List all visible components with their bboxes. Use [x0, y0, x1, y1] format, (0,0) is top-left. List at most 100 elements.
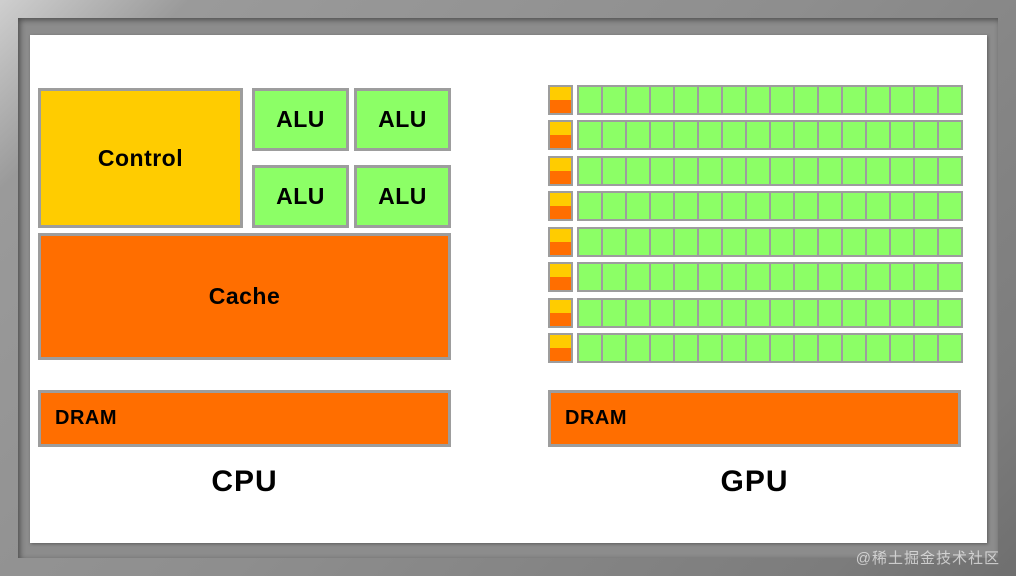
gpu-alu-cell: [675, 193, 699, 220]
cpu-alu-block-3: ALU: [252, 165, 349, 228]
gpu-alu-cell: [651, 157, 675, 184]
gpu-alu-cell: [915, 228, 939, 255]
gpu-alu-cell: [579, 228, 603, 255]
gpu-alu-cell: [819, 122, 843, 149]
cpu-alu-label: ALU: [276, 183, 325, 209]
gpu-alu-cell: [915, 264, 939, 291]
gpu-row-control-lower: [550, 277, 571, 291]
cpu-alu-block-4: ALU: [354, 165, 451, 228]
gpu-alu-cell: [675, 334, 699, 361]
gpu-alu-cell: [819, 87, 843, 113]
gpu-alu-cell-strip: [577, 85, 963, 115]
gpu-core-grid: [548, 85, 963, 363]
diagram-panel: Control ALU ALU ALU ALU Cache DRAM CPU D…: [30, 35, 987, 543]
gpu-alu-cell: [579, 264, 603, 291]
gpu-alu-cell: [771, 228, 795, 255]
gpu-row-control-upper: [550, 228, 571, 242]
gpu-alu-cell: [579, 334, 603, 361]
cpu-control-label: Control: [97, 144, 184, 171]
gpu-alu-cell: [747, 193, 771, 220]
gpu-alu-cell: [747, 299, 771, 326]
gpu-alu-cell: [699, 334, 723, 361]
gpu-alu-cell: [795, 157, 819, 184]
gpu-row-control-upper: [550, 264, 571, 278]
gpu-alu-cell: [771, 334, 795, 361]
gpu-alu-cell-strip: [577, 297, 963, 328]
gpu-row-control-block: [548, 85, 573, 115]
gpu-row-control-upper: [550, 334, 571, 348]
gpu-row-control-lower: [550, 241, 571, 255]
gpu-row-control-block: [548, 332, 573, 363]
gpu-alu-cell: [867, 264, 891, 291]
gpu-alu-cell: [723, 157, 747, 184]
gpu-alu-cell: [891, 299, 915, 326]
gpu-alu-cell: [603, 122, 627, 149]
gpu-core-row: [548, 120, 963, 151]
gpu-alu-cell: [891, 157, 915, 184]
gpu-alu-cell: [627, 157, 651, 184]
gpu-alu-cell: [939, 122, 961, 149]
gpu-alu-cell: [675, 264, 699, 291]
gpu-alu-cell: [627, 264, 651, 291]
gpu-alu-cell: [939, 157, 961, 184]
gpu-row-control-block: [548, 155, 573, 186]
gpu-alu-cell: [579, 299, 603, 326]
gpu-alu-cell: [819, 334, 843, 361]
gpu-alu-cell: [603, 299, 627, 326]
gpu-alu-cell: [747, 122, 771, 149]
gpu-alu-cell: [651, 122, 675, 149]
gpu-alu-cell: [867, 228, 891, 255]
cpu-control-block: Control: [38, 88, 243, 228]
cpu-alu-label: ALU: [378, 106, 427, 132]
gpu-alu-cell: [723, 264, 747, 291]
gpu-alu-cell: [939, 193, 961, 220]
gpu-alu-cell: [675, 87, 699, 113]
gpu-row-control-lower: [550, 206, 571, 220]
gpu-alu-cell: [915, 299, 939, 326]
gpu-alu-cell: [915, 334, 939, 361]
cpu-alu-block-1: ALU: [252, 88, 349, 151]
gpu-row-control-upper: [550, 157, 571, 171]
gpu-alu-cell: [771, 299, 795, 326]
gpu-row-control-lower: [550, 312, 571, 326]
gpu-alu-cell: [651, 87, 675, 113]
gpu-alu-cell: [651, 228, 675, 255]
cpu-alu-block-2: ALU: [354, 88, 451, 151]
gpu-alu-cell: [627, 87, 651, 113]
cpu-cache-label: Cache: [208, 283, 281, 309]
gpu-alu-cell: [603, 193, 627, 220]
gpu-alu-cell: [819, 193, 843, 220]
gpu-alu-cell: [939, 228, 961, 255]
gpu-alu-cell: [627, 228, 651, 255]
cpu-alu-label: ALU: [378, 183, 427, 209]
gpu-alu-cell: [771, 157, 795, 184]
gpu-alu-cell: [699, 157, 723, 184]
gpu-alu-cell: [675, 228, 699, 255]
gpu-alu-cell-strip: [577, 262, 963, 293]
gpu-alu-cell: [579, 193, 603, 220]
gpu-alu-cell: [603, 228, 627, 255]
gpu-alu-cell: [819, 228, 843, 255]
gpu-alu-cell: [675, 157, 699, 184]
gpu-row-control-upper: [550, 193, 571, 207]
gpu-alu-cell: [723, 122, 747, 149]
gpu-row-control-lower: [550, 100, 571, 113]
gpu-alu-cell: [627, 299, 651, 326]
gpu-alu-cell: [651, 299, 675, 326]
gpu-core-row: [548, 226, 963, 257]
gpu-alu-cell: [915, 122, 939, 149]
gpu-alu-cell: [795, 299, 819, 326]
gpu-row-control-lower: [550, 347, 571, 361]
gpu-alu-cell-strip: [577, 155, 963, 186]
gpu-alu-cell: [891, 228, 915, 255]
gpu-alu-cell: [723, 228, 747, 255]
gpu-row-control-upper: [550, 299, 571, 313]
cpu-alu-label: ALU: [276, 106, 325, 132]
gpu-row-control-block: [548, 297, 573, 328]
gpu-alu-cell: [603, 264, 627, 291]
gpu-alu-cell: [867, 299, 891, 326]
gpu-alu-cell: [699, 264, 723, 291]
gpu-core-row: [548, 262, 963, 293]
gpu-alu-cell: [699, 87, 723, 113]
gpu-alu-cell: [843, 334, 867, 361]
